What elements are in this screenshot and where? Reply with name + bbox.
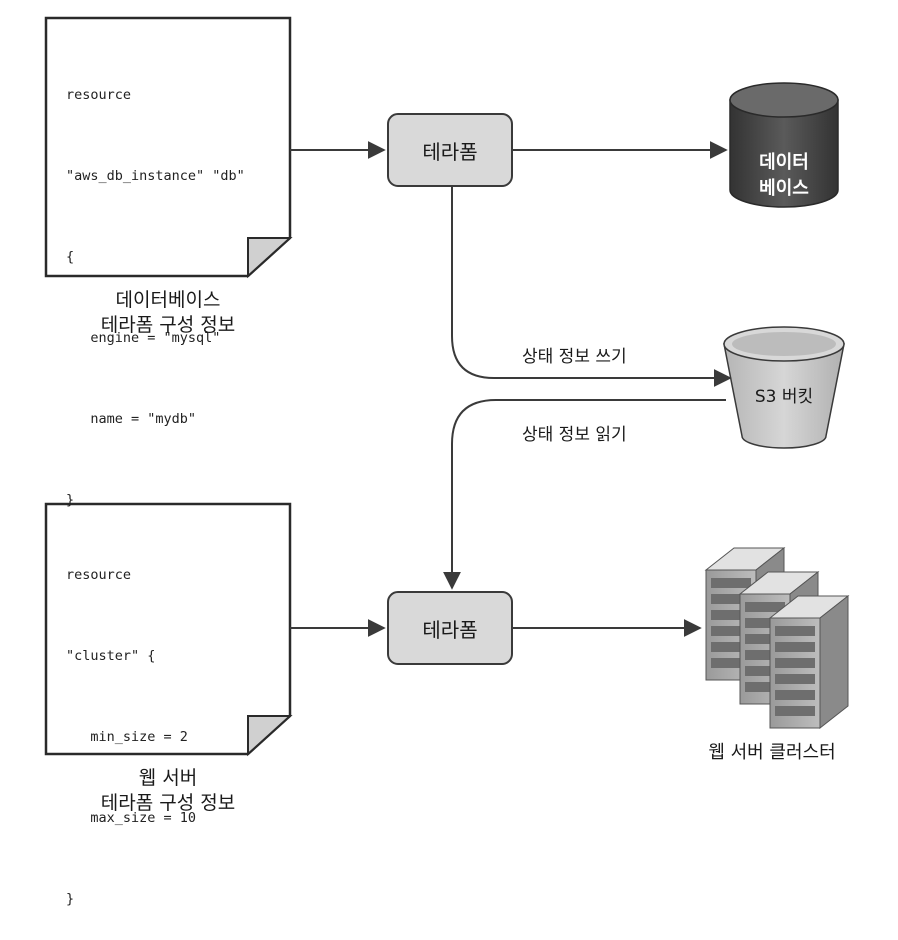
db-config-caption: 데이터베이스 테라폼 구성 정보 bbox=[46, 288, 290, 338]
caption-line: 테라폼 구성 정보 bbox=[100, 792, 236, 814]
architecture-diagram bbox=[44, 16, 850, 757]
server-cluster-icon bbox=[704, 546, 850, 730]
database-label-line: 베이스 bbox=[759, 178, 809, 199]
read-state-label: 상태 정보 읽기 bbox=[522, 425, 627, 445]
caption-line: 웹 서버 bbox=[138, 767, 198, 789]
web-config-document bbox=[44, 502, 293, 757]
database-label-line: 데이터 bbox=[759, 152, 809, 173]
terraform-bottom-label: 테라폼 bbox=[422, 618, 478, 642]
web-cluster-caption: 웹 서버 클러스터 bbox=[708, 742, 836, 763]
code-line: resource bbox=[66, 567, 132, 583]
web-config-caption: 웹 서버 테라폼 구성 정보 bbox=[46, 766, 290, 816]
server-rack-front-icon bbox=[768, 594, 850, 730]
code-line: min_size = 2 bbox=[66, 729, 188, 745]
terraform-top-label: 테라폼 bbox=[422, 140, 478, 164]
s3-bucket-label: S3 버킷 bbox=[754, 387, 814, 407]
code-line: max_size = 10 bbox=[66, 810, 197, 826]
code-line: "aws_db_instance" "db" bbox=[66, 168, 245, 184]
code-line: } bbox=[66, 891, 75, 907]
db-config-code: resource "aws_db_instance" "db" { engine… bbox=[66, 28, 245, 541]
caption-line: 데이터베이스 bbox=[115, 289, 221, 311]
code-line: name = "mydb" bbox=[66, 411, 197, 427]
db-config-document bbox=[44, 16, 293, 279]
arrow-read-state bbox=[443, 399, 726, 590]
caption-line: 테라폼 구성 정보 bbox=[100, 314, 236, 336]
code-line: { bbox=[66, 249, 75, 265]
code-line: resource bbox=[66, 87, 132, 103]
code-line: "cluster" { bbox=[66, 648, 156, 664]
database-icon bbox=[729, 82, 839, 208]
web-config-code: resource "cluster" { min_size = 2 max_si… bbox=[66, 508, 196, 940]
arrow-write-state bbox=[451, 186, 732, 387]
write-state-label: 상태 정보 쓰기 bbox=[522, 347, 627, 367]
code-line: engine = "mysql" bbox=[66, 330, 221, 346]
code-line: } bbox=[66, 492, 75, 508]
s3-bucket-icon bbox=[723, 326, 845, 449]
database-label: 데이터 베이스 bbox=[730, 150, 838, 202]
